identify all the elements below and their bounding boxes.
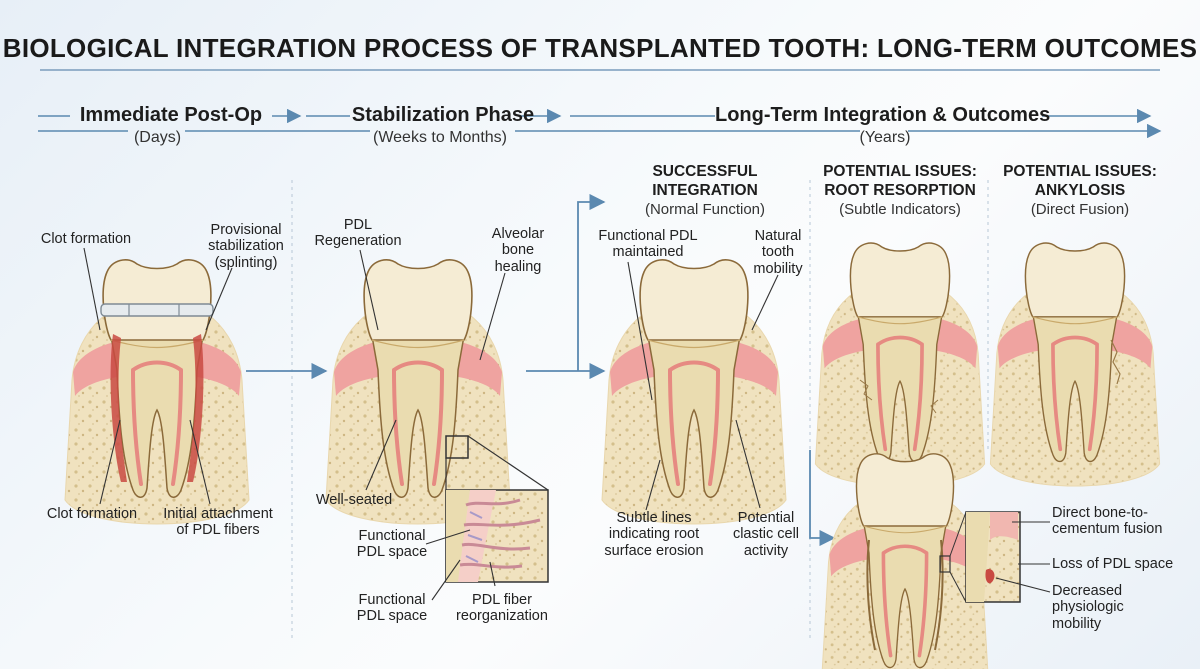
phase-stabilization-duration: (Weeks to Months) bbox=[373, 129, 507, 146]
label-loss-pdl: Loss of PDL space bbox=[1052, 556, 1174, 572]
outcome-ankylosis-sub: (Direct Fusion) bbox=[1030, 201, 1130, 218]
tooth-ankylosis-detail bbox=[820, 452, 990, 669]
flow-arrows bbox=[246, 193, 836, 547]
ankylosis-inset bbox=[939, 511, 1021, 603]
tooth-resorption bbox=[813, 241, 987, 488]
section-dividers bbox=[291, 180, 989, 640]
tooth-successful bbox=[600, 257, 788, 526]
label-well-seated: Well-seated bbox=[315, 492, 393, 508]
timeline-arrows bbox=[38, 108, 1162, 139]
outcome-ankylosis-heading: POTENTIAL ISSUES:ANKYLOSIS bbox=[1003, 163, 1157, 199]
label-clot-top: Clot formation bbox=[40, 231, 132, 247]
label-direct-fusion: Direct bone-to-cementum fusion bbox=[1052, 505, 1163, 538]
phase-stabilization-name: Stabilization Phase bbox=[351, 104, 535, 126]
phase-longterm-duration: (Years) bbox=[859, 129, 911, 146]
outcome-successful-sub: (Normal Function) bbox=[644, 201, 766, 218]
leader-lines bbox=[83, 247, 1051, 601]
tooth-stabilization bbox=[324, 257, 512, 526]
outcome-resorption-sub: (Subtle Indicators) bbox=[839, 201, 961, 218]
tooth-immediate bbox=[63, 257, 251, 526]
phase-longterm-name: Long-Term Integration & Outcomes bbox=[715, 104, 1051, 126]
tooth-ankylosis bbox=[988, 241, 1162, 488]
phase-immediate-duration: (Days) bbox=[133, 129, 182, 146]
phase-immediate-name: Immediate Post-Op bbox=[79, 104, 263, 126]
pdl-inset bbox=[445, 435, 549, 583]
page-title: BIOLOGICAL INTEGRATION PROCESS OF TRANSP… bbox=[2, 33, 1198, 63]
label-clot-bottom: Clot formation bbox=[46, 506, 138, 522]
outcome-resorption-heading: POTENTIAL ISSUES:ROOT RESORPTION bbox=[823, 163, 977, 199]
